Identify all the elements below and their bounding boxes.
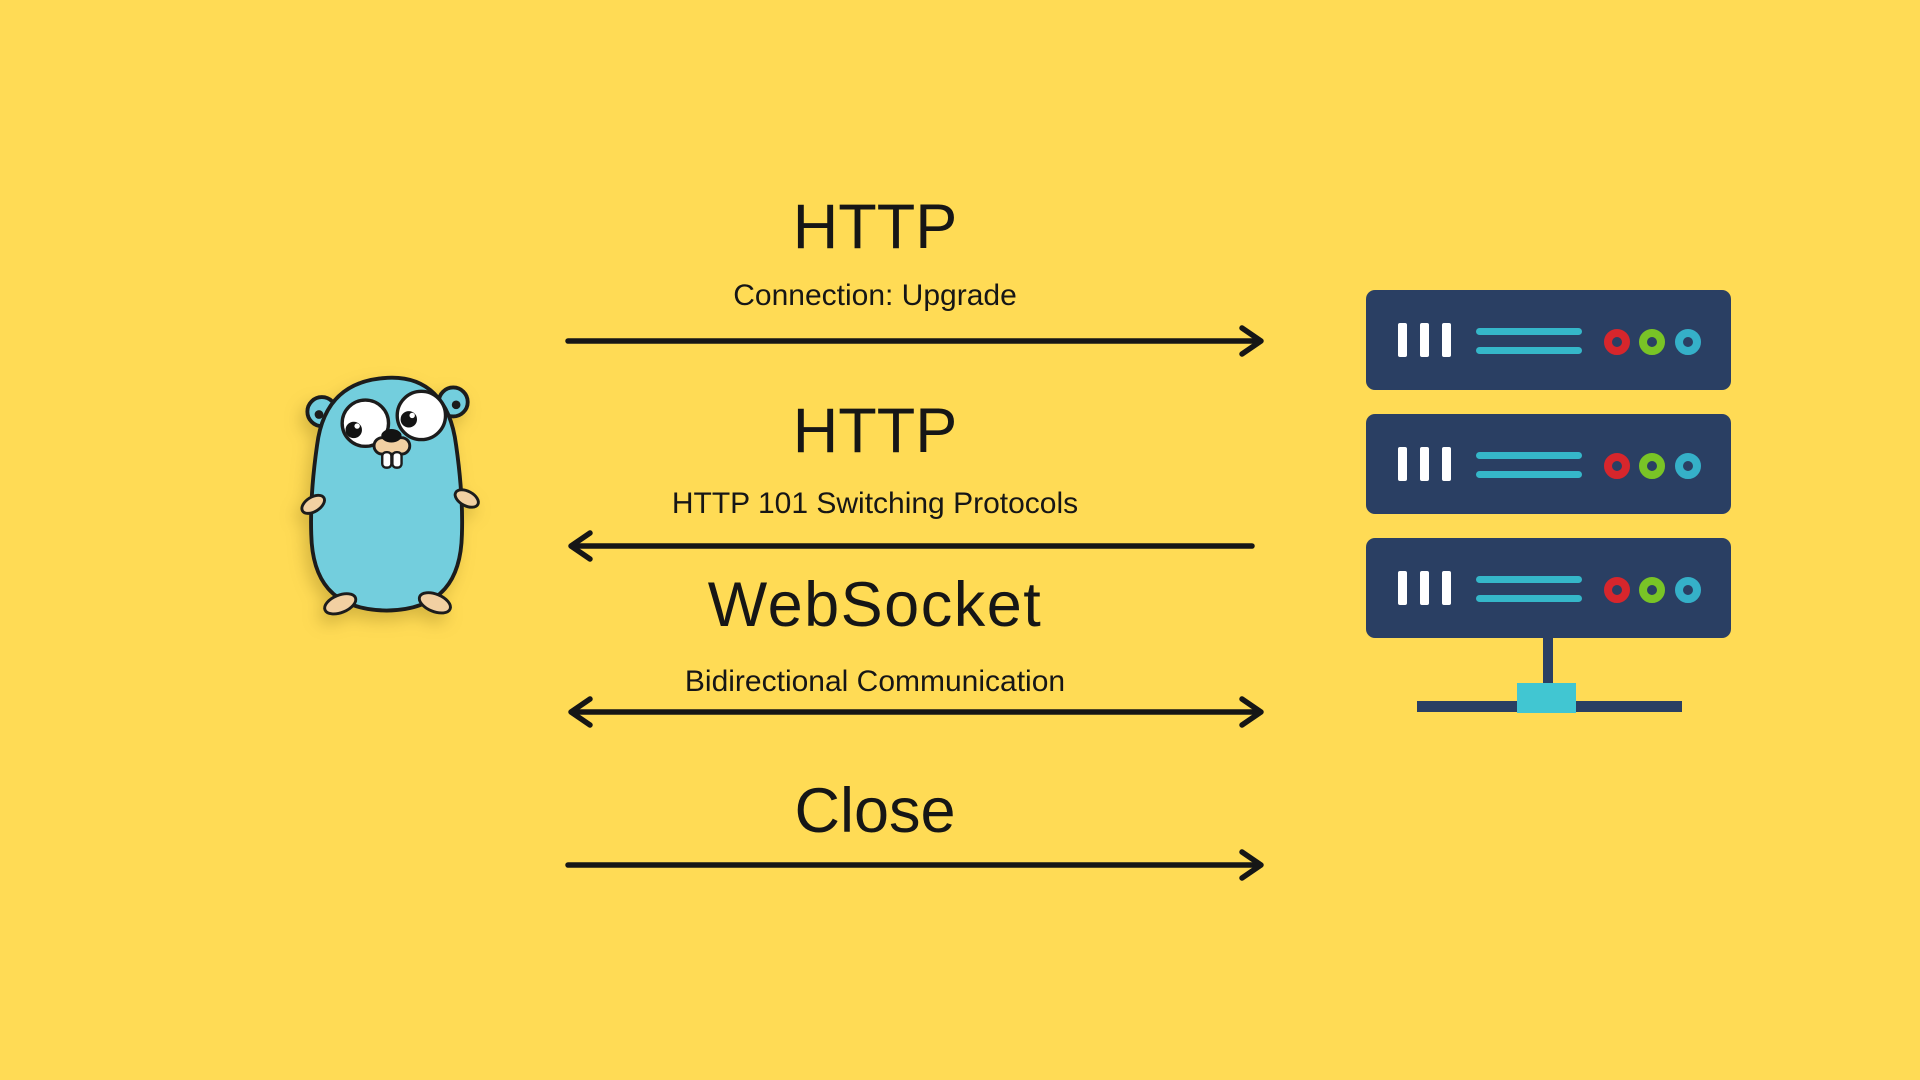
status-led-teal-icon (1675, 577, 1701, 603)
vent-slot-icon (1476, 347, 1582, 354)
server-rack (1366, 290, 1731, 720)
step-subtitle: Connection: Upgrade (733, 279, 1017, 312)
arrow-bidirectional (568, 696, 1264, 728)
vent-slot-icon (1476, 328, 1582, 335)
arrow-switching-protocols (568, 530, 1255, 562)
status-led-teal-icon (1675, 329, 1701, 355)
drive-bay-icon (1442, 323, 1451, 357)
drive-bay-icon (1420, 323, 1429, 357)
drive-bay-icon (1398, 323, 1407, 357)
vent-slot-icon (1476, 595, 1582, 602)
drive-bay-icon (1442, 571, 1451, 605)
step-title: WebSocket (707, 570, 1043, 640)
step-subtitle: Bidirectional Communication (684, 665, 1066, 698)
status-led-green-icon (1639, 329, 1665, 355)
status-led-red-icon (1604, 453, 1630, 479)
status-led-teal-icon (1675, 453, 1701, 479)
server-icon (1366, 290, 1731, 390)
step-subtitle: HTTP 101 Switching Protocols (671, 487, 1079, 520)
status-led-green-icon (1639, 453, 1665, 479)
arrow-http-upgrade (565, 325, 1264, 357)
network-connector-icon (1517, 683, 1576, 713)
server-icon (1366, 538, 1731, 638)
drive-bay-icon (1442, 447, 1451, 481)
drive-bay-icon (1398, 447, 1407, 481)
server-icon (1366, 414, 1731, 514)
vent-slot-icon (1476, 452, 1582, 459)
drive-bay-icon (1420, 571, 1429, 605)
step-title: HTTP (792, 396, 958, 466)
drive-bay-icon (1398, 571, 1407, 605)
arrow-close (565, 849, 1264, 881)
go-gopher-icon (300, 375, 480, 616)
step-title: HTTP (792, 192, 958, 262)
drive-bay-icon (1420, 447, 1429, 481)
network-stem-icon (1543, 638, 1553, 684)
status-led-green-icon (1639, 577, 1665, 603)
vent-slot-icon (1476, 576, 1582, 583)
status-led-red-icon (1604, 577, 1630, 603)
step-title: Close (794, 776, 956, 846)
status-led-red-icon (1604, 329, 1630, 355)
vent-slot-icon (1476, 471, 1582, 478)
